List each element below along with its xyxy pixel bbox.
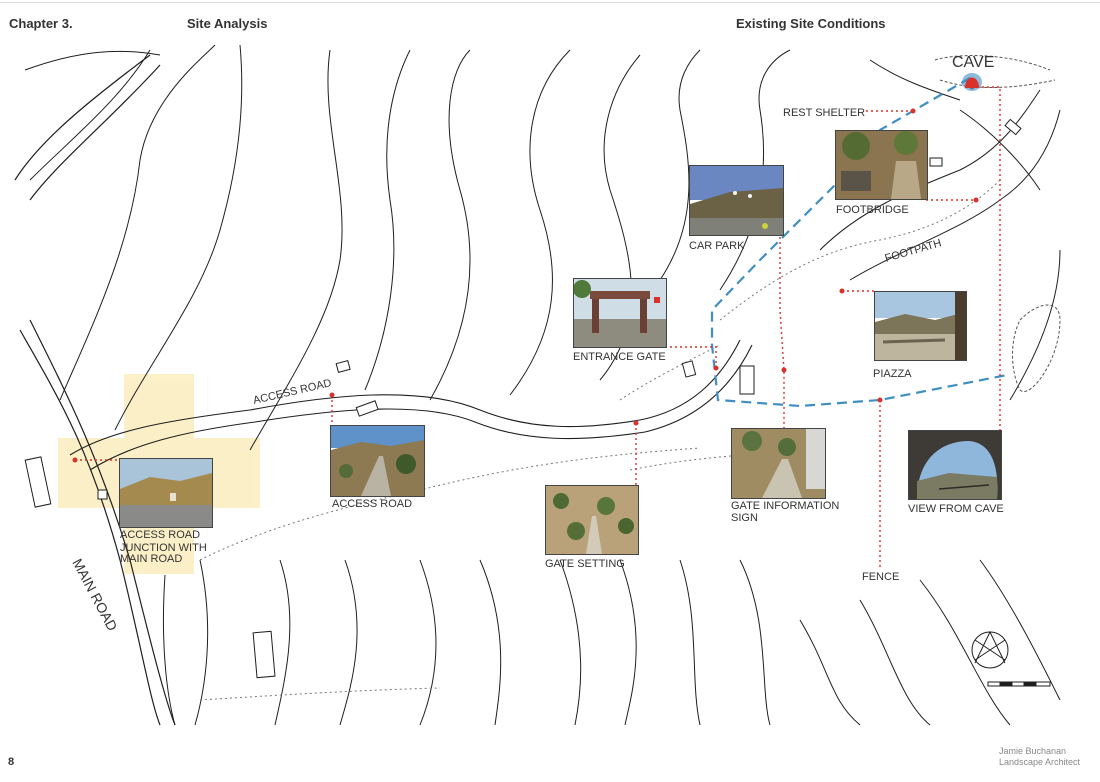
access-road-photo-image <box>331 426 424 496</box>
piazza-label: PIAZZA <box>873 368 912 380</box>
entrance-gate-label: ENTRANCE GATE <box>573 351 666 363</box>
gate-info-label-line1: GATE INFORMATION <box>731 500 839 512</box>
view-from-cave-photo <box>908 430 1002 500</box>
view-from-cave-label: VIEW FROM CAVE <box>908 503 1004 515</box>
north-arrow-icon <box>971 630 1009 669</box>
author-name: Jamie Buchanan <box>998 746 1066 756</box>
section-label: Site Analysis <box>187 16 268 31</box>
leader-lines <box>75 86 1001 568</box>
page-title: Existing Site Conditions <box>736 16 886 31</box>
contour-lines <box>24 44 1061 726</box>
gate-information-photo <box>731 428 826 499</box>
page-number: 8 <box>8 756 15 768</box>
junction-label-line1: ACCESS ROAD <box>120 529 200 541</box>
cave-label: CAVE <box>952 54 994 71</box>
junction-photo-image <box>120 459 212 527</box>
cave-marker-icon <box>962 73 982 91</box>
chapter-label: Chapter 3. <box>9 16 73 31</box>
access-road-photo-label: ACCESS ROAD <box>332 498 412 510</box>
main-road-label: MAIN ROAD <box>69 556 120 634</box>
footpath-label: FOOTPATH <box>884 237 943 265</box>
cave-terrain <box>934 55 1061 393</box>
site-structures <box>24 118 1022 679</box>
author-credit: Jamie Buchanan Landscape Architect <box>999 746 1080 768</box>
footbridge-photo-image <box>836 131 927 199</box>
view-from-cave-photo-image <box>909 431 1001 499</box>
main-road-outline <box>14 54 176 726</box>
car-park-label: CAR PARK <box>689 240 745 252</box>
author-role: Landscape Architect <box>998 757 1080 767</box>
piazza-photo <box>874 291 967 361</box>
junction-label-line2: JUNCTION WITH <box>120 542 207 554</box>
footpath-route <box>710 77 1008 408</box>
gate-information-photo-image <box>732 429 825 498</box>
piazza-photo-image <box>875 292 966 360</box>
scale-bar-icon <box>987 681 1051 687</box>
junction-label-line3: MAIN ROAD <box>120 553 182 565</box>
access-road-photo <box>330 425 425 497</box>
car-park-photo-image <box>690 166 783 235</box>
fence-label: FENCE <box>862 571 899 583</box>
entrance-gate-photo-image <box>574 279 666 347</box>
gate-setting-photo <box>545 485 639 555</box>
car-park-photo <box>689 165 784 236</box>
footbridge-photo <box>835 130 928 200</box>
access-road-outline <box>69 339 753 471</box>
gate-setting-photo-image <box>546 486 638 554</box>
gate-setting-label: GATE SETTING <box>545 558 625 570</box>
header-divider <box>0 2 1100 3</box>
entrance-gate-photo <box>573 278 667 348</box>
footbridge-label: FOOTBRIDGE <box>836 204 909 216</box>
rest-shelter-label: REST SHELTER <box>783 107 865 119</box>
gate-info-label-line2: SIGN <box>731 512 758 524</box>
junction-photo <box>119 458 213 528</box>
